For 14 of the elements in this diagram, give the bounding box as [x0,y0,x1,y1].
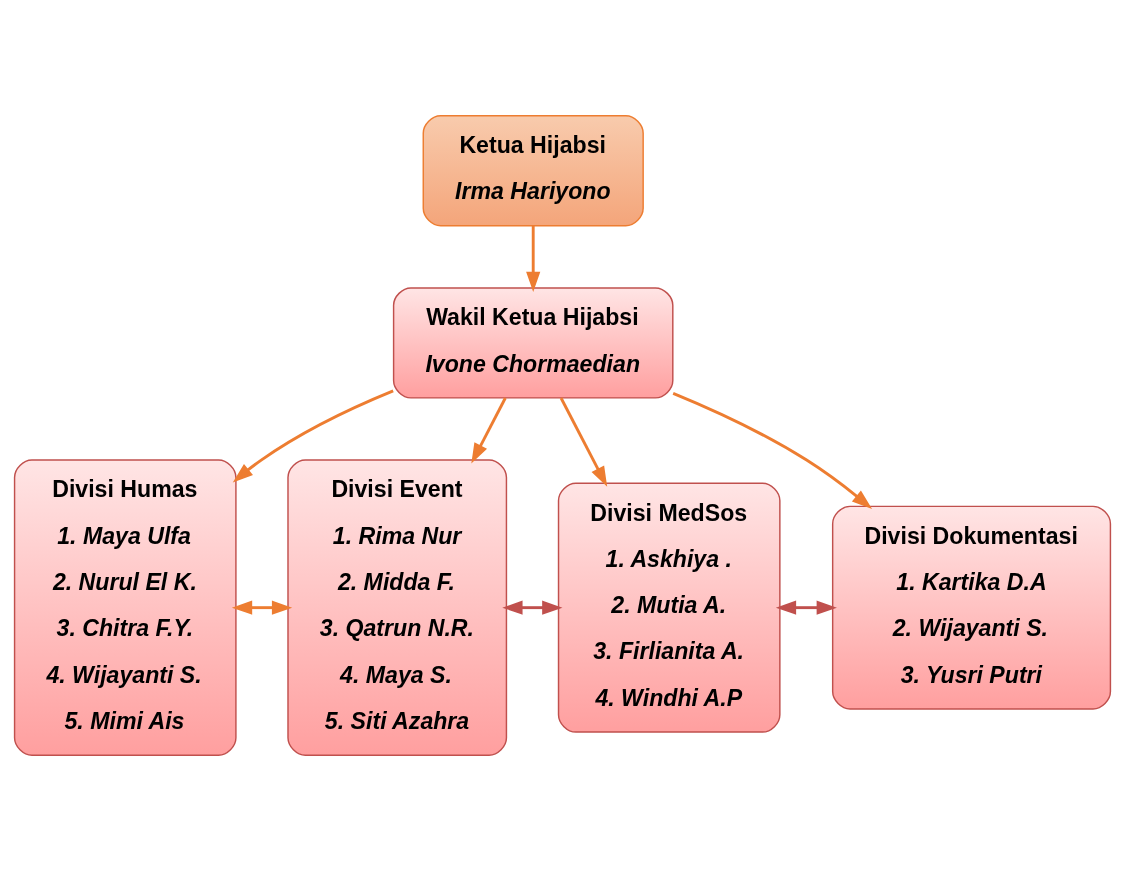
arrow [775,600,837,615]
arrow [502,600,563,615]
arrow [232,389,394,482]
arrow [672,391,873,509]
arrow [231,600,293,615]
node-box: Ketua Hijabsi Irma Hariyono [422,114,644,226]
arrow [471,396,507,463]
arrow [559,396,608,487]
node-box: Divisi MedSos 1. Askhiya . 2. Mutia A. 3. Firlianita A. 4. Windhi A.P [557,482,781,733]
node-box: Divisi Event 1. Rima Nur 2. Midda F. 3. Qatrun N.R. 4. Maya S. 5. Siti Azahra [287,458,508,756]
node-box: Divisi Humas 1. Maya Ulfa 2. Nurul El K. 3. Chitra F.Y. 4. Wijayanti S. 5. Mimi Ais [13,458,237,756]
arrow [526,225,541,292]
node-box: Divisi Dokumentasi 1. Kartika D.A 2. Wijayanti S. 3. Yusri Putri [831,505,1112,710]
node-box: Wakil Ketua Hijabsi Ivone Chormaedian [392,286,674,399]
